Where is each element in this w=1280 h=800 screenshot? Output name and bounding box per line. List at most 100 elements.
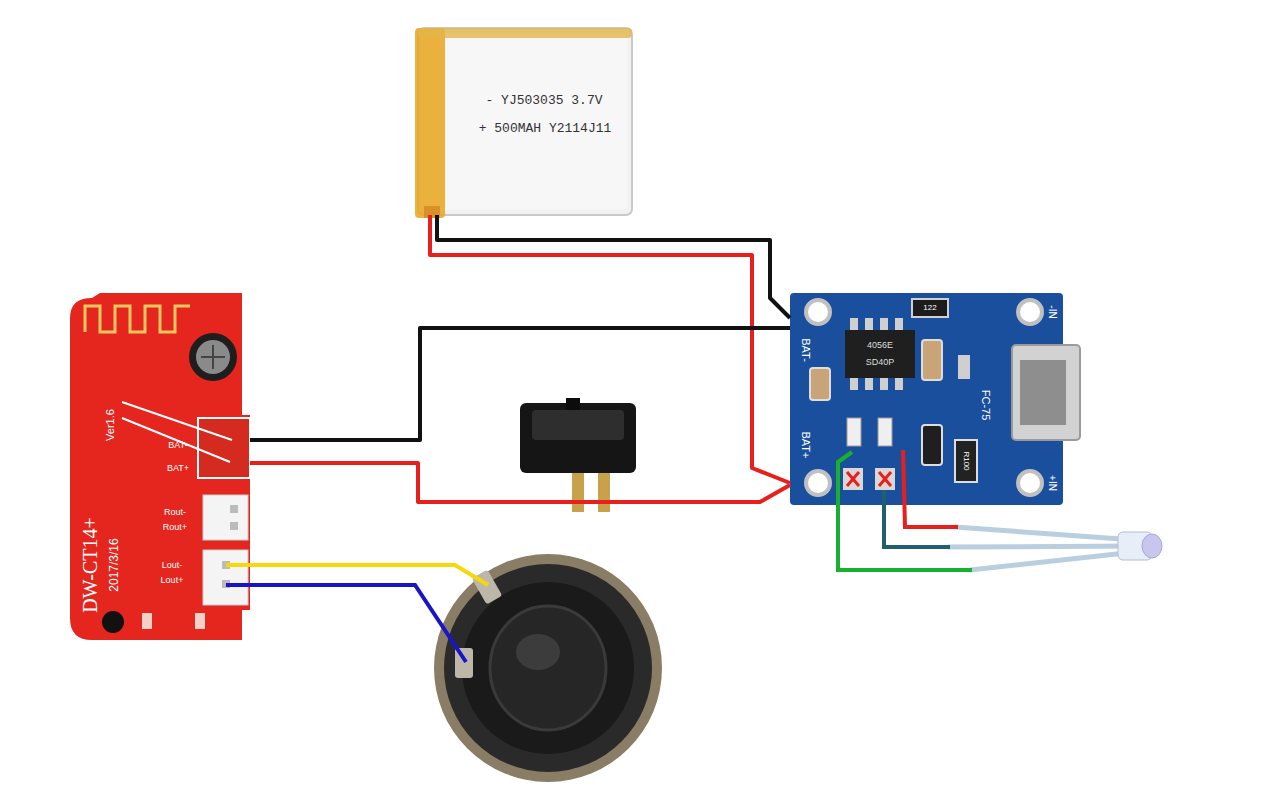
bluetooth-board (196, 340, 230, 374)
wire-line (437, 215, 790, 318)
bluetooth-board (203, 550, 248, 605)
led (970, 552, 1135, 570)
led (955, 527, 1135, 540)
lipo-battery (415, 28, 632, 218)
bluetooth-board (70, 293, 250, 640)
charger-board (958, 355, 970, 379)
wire-line (250, 463, 790, 502)
rocker-switch (566, 398, 580, 410)
lipo-battery (420, 34, 628, 210)
battery-marking: - YJ503035 3.7V (485, 94, 602, 107)
charger-board (806, 300, 830, 324)
lipo-battery (418, 28, 632, 215)
speaker-wire (226, 565, 488, 585)
rocker-switch (532, 410, 624, 440)
speaker (444, 564, 652, 772)
bluetooth-board (70, 293, 250, 640)
charger-board (879, 472, 891, 486)
bluetooth-board (203, 495, 248, 540)
led (1142, 534, 1162, 558)
wire (250, 328, 790, 440)
wire-line (430, 215, 790, 483)
bluetooth-board (230, 505, 238, 513)
speaker (434, 554, 662, 782)
speaker-wire (226, 585, 466, 662)
bluetooth-board (230, 522, 238, 530)
bluetooth-board (85, 306, 190, 332)
bluetooth-board (198, 418, 250, 478)
charger-board (1012, 345, 1080, 440)
rocker-switch (520, 398, 636, 512)
speaker (434, 554, 662, 782)
charger-board (865, 378, 873, 390)
charger-board (880, 378, 888, 390)
pin-name: BAT+ (800, 431, 811, 458)
charger-board (880, 318, 888, 330)
bluetooth-board (189, 333, 237, 381)
charger-board (955, 440, 977, 482)
wire (430, 215, 790, 483)
speaker (462, 582, 634, 754)
charger-board (847, 472, 859, 486)
pin-name: Rout- (164, 508, 186, 517)
pin-name: BAT+ (167, 464, 189, 473)
charger-board (865, 318, 873, 330)
led (948, 527, 1162, 570)
charger-board (850, 318, 858, 330)
charger-board (806, 471, 830, 495)
pin-name: BAT- (800, 338, 811, 362)
bluetooth-board (195, 613, 205, 629)
charger-board (922, 340, 942, 380)
charger-board (1020, 360, 1066, 425)
lipo-battery (418, 28, 632, 38)
bluetooth-board (122, 418, 230, 462)
rocker-switch (520, 403, 636, 473)
charger-board (895, 318, 903, 330)
charger-board (895, 378, 903, 390)
board-date: 2017/3/16 (108, 538, 120, 591)
speaker (490, 606, 606, 730)
charger-board (875, 468, 895, 490)
speaker (516, 634, 560, 670)
board-version: Ver1.6 (105, 409, 116, 441)
charger-board (847, 418, 861, 446)
bluetooth-board (142, 613, 152, 629)
led-wire (884, 490, 950, 547)
resistor-code: 122 (923, 304, 936, 312)
battery-marking: + 500MAH Y2114J11 (479, 122, 612, 135)
chip-marking: 4056E (867, 341, 893, 350)
charger-board (879, 472, 891, 486)
bluetooth-board (122, 402, 232, 440)
wire (250, 463, 790, 502)
charger-board (843, 468, 863, 490)
charger-board (850, 378, 858, 390)
led-wire (838, 452, 972, 570)
charger-board (790, 293, 1080, 505)
chip-marking: SD40P (866, 358, 895, 367)
wire-line (250, 328, 790, 440)
board-name: DW-CT14+ (80, 517, 100, 613)
charger-board (912, 299, 948, 317)
charger-board (847, 472, 859, 486)
board-name: FC-75 (980, 390, 991, 421)
pin-name: Lout+ (161, 576, 184, 585)
pin-name: -IN (1047, 305, 1057, 318)
bluetooth-board (102, 611, 124, 633)
led-wire (903, 450, 958, 527)
charger-board (878, 418, 892, 446)
resistor-code: R100 (962, 451, 970, 470)
bluetooth-board: DW-CT14+ Ver1.6 2017/3/16 BAT- BAT+ Rout- Rout… (70, 293, 250, 640)
pin-name: Lout- (162, 561, 183, 570)
charger-board (1018, 471, 1042, 495)
bluetooth-board (212, 345, 214, 369)
led (948, 546, 1135, 547)
speaker (472, 570, 503, 605)
pin-name: Rout+ (163, 523, 187, 532)
lipo-battery: - YJ503035 3.7V + 500MAH Y2114J11 (415, 28, 632, 215)
pin-name: +IN (1047, 475, 1057, 491)
lipo-battery (415, 28, 445, 218)
pin-name: BAT- (168, 441, 187, 450)
